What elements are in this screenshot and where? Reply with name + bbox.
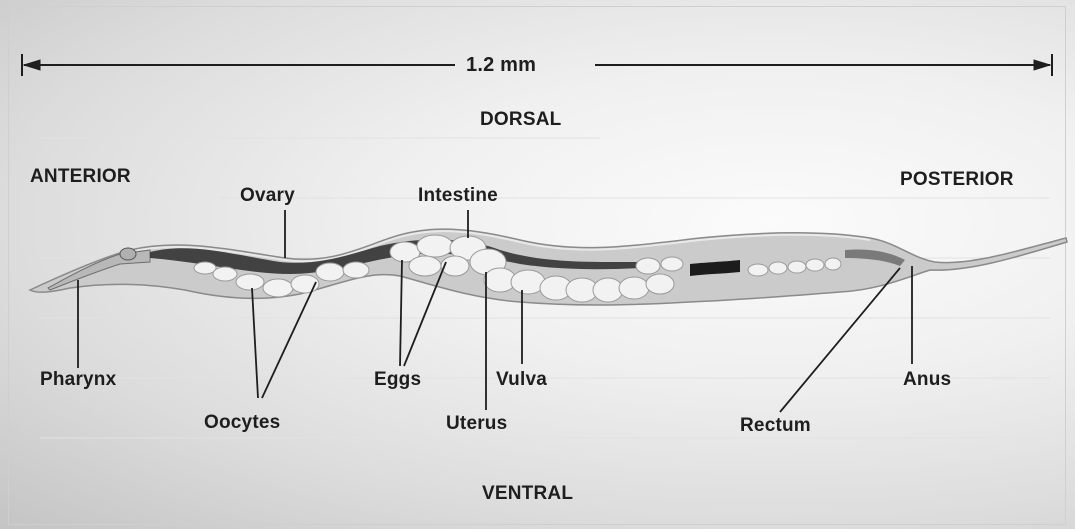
oocytes-label: Oocytes: [204, 413, 280, 432]
scale-bar: [22, 54, 1052, 76]
pharynx-label: Pharynx: [40, 370, 116, 389]
intestine-label: Intestine: [418, 186, 498, 205]
posterior-label: POSTERIOR: [900, 170, 1014, 189]
anus-label: Anus: [903, 370, 951, 389]
oocytes-leader-b: [262, 282, 316, 398]
uterus-label: Uterus: [446, 414, 507, 433]
rectum-label: Rectum: [740, 416, 811, 435]
arrow-right-icon: [1034, 60, 1050, 70]
ovary-label: Ovary: [240, 186, 295, 205]
arrow-left-icon: [24, 60, 40, 70]
oocytes-leader-a: [252, 288, 258, 398]
anterior-label: ANTERIOR: [30, 167, 131, 186]
eggs-label: Eggs: [374, 370, 421, 389]
scale-bar-label: 1.2 mm: [466, 55, 536, 75]
vulva-label: Vulva: [496, 370, 547, 389]
dorsal-label: DORSAL: [480, 110, 561, 129]
ventral-label: VENTRAL: [482, 484, 573, 503]
